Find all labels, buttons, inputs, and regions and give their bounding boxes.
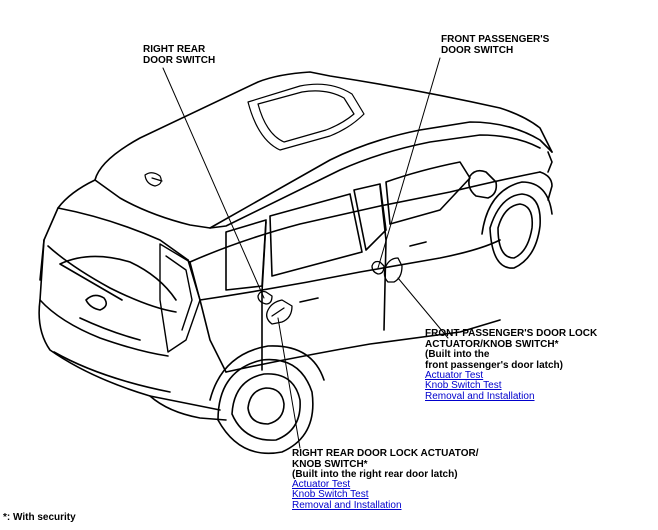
rear-knob-switch-test-link[interactable]: Knob Switch Test (292, 489, 369, 500)
rear-bumper (38, 299, 227, 421)
label-line: KNOB SWITCH* (292, 458, 368, 470)
roof-antenna (144, 172, 163, 187)
label-line: RIGHT REAR DOOR LOCK ACTUATOR/ (292, 448, 479, 459)
leader-front-passenger-door-switch (377, 57, 441, 269)
front-removal-installation-link[interactable]: Removal and Installation (425, 391, 535, 402)
front-lock-actuator-part (383, 257, 403, 283)
rear-removal-installation-link[interactable]: Removal and Installation (292, 500, 402, 511)
label-line: RIGHT REAR (143, 44, 206, 55)
label-line: front passenger's door latch) (425, 359, 563, 371)
label-line: ACTUATOR/KNOB SWITCH* (425, 338, 559, 350)
leader-lines (162, 57, 449, 449)
rear-door-switch-part (257, 290, 273, 305)
label-line: (Built into the (425, 349, 490, 360)
leader-front-lock-actuator (397, 277, 449, 339)
side-mirror (468, 169, 498, 199)
front-knob-switch-test-link[interactable]: Knob Switch Test (425, 380, 502, 391)
front-actuator-test-link[interactable]: Actuator Test (425, 370, 484, 381)
label-line: DOOR SWITCH (143, 54, 216, 66)
rear-lock-actuator-part (266, 299, 293, 325)
leader-right-rear-door-switch (162, 67, 265, 299)
front-passenger-door-switch-label: FRONT PASSENGER'S DOOR SWITCH (441, 34, 550, 56)
footnote: *: With security (3, 512, 76, 523)
front-lock-actuator-label: FRONT PASSENGER'S DOOR LOCK ACTUATOR/KNO… (425, 328, 598, 371)
rear-actuator-test-link[interactable]: Actuator Test (292, 479, 351, 490)
rear-hatch (39, 179, 189, 357)
label-line: FRONT PASSENGER'S (441, 34, 550, 45)
label-line: DOOR SWITCH (441, 44, 514, 56)
sunroof (247, 83, 365, 151)
label-line: FRONT PASSENGER'S DOOR LOCK (425, 328, 598, 339)
rear-lock-actuator-label: RIGHT REAR DOOR LOCK ACTUATOR/ KNOB SWIT… (292, 448, 479, 481)
car-roof (94, 71, 553, 229)
leader-rear-lock-actuator (277, 317, 301, 449)
label-line: (Built into the right rear door latch) (292, 469, 458, 480)
rear-wheel (209, 345, 325, 455)
front-wheel (481, 181, 553, 269)
right-rear-door-switch-label: RIGHT REAR DOOR SWITCH (143, 44, 216, 66)
front-door-switch-part (371, 260, 385, 275)
